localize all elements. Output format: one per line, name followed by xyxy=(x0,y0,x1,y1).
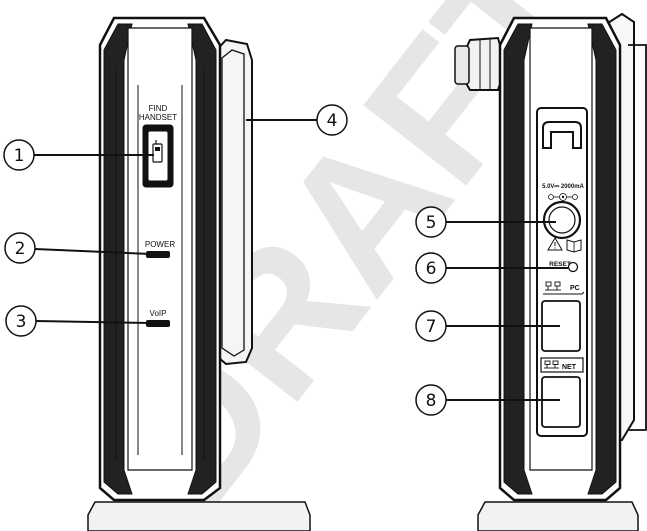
callout-3-circle xyxy=(5,305,37,337)
pc-port-label: PC xyxy=(570,285,580,292)
pc-network-icon xyxy=(545,281,561,291)
left-unit: FIND HANDSET POWER VoIP xyxy=(87,16,311,531)
handset-icon xyxy=(152,140,163,163)
manual-icon xyxy=(566,239,582,253)
callout-5-number: 5 xyxy=(426,213,437,233)
warning-icon xyxy=(547,237,563,251)
callout-6-number: 6 xyxy=(426,259,437,279)
callout-8-number: 8 xyxy=(426,391,437,411)
voip-led-label: VoIP xyxy=(150,309,167,318)
right-knob xyxy=(454,36,503,91)
left-base xyxy=(87,501,311,531)
callout-4-number: 4 xyxy=(327,111,338,131)
right-base xyxy=(477,501,639,531)
callout-3-number: 3 xyxy=(16,312,27,332)
callout-2-number: 2 xyxy=(15,239,26,259)
callout-5-circle xyxy=(415,206,447,238)
left-rear-clip-inner xyxy=(221,49,245,357)
right-rear-bracket xyxy=(628,44,647,431)
power-led xyxy=(146,251,170,258)
find-handset-label-line1: FIND xyxy=(149,104,168,113)
callout-1-circle xyxy=(3,139,35,171)
callout-7-circle xyxy=(415,310,447,342)
net-network-icon xyxy=(544,360,559,369)
left-body-side-left xyxy=(103,23,133,495)
net-label-box xyxy=(540,357,584,373)
callout-8-circle xyxy=(415,384,447,416)
find-handset-label-line2: HANDSET xyxy=(139,113,177,122)
net-ethernet-port[interactable] xyxy=(541,376,581,428)
port-panel xyxy=(536,107,588,437)
left-body-side-right xyxy=(187,23,217,495)
cable-hook xyxy=(542,121,582,149)
right-unit: 5.0V⎓ 2000mA RESET xyxy=(454,12,647,531)
right-body-side-left xyxy=(503,23,533,495)
callout-2-circle xyxy=(4,232,36,264)
callout-6-circle xyxy=(415,252,447,284)
polarity-icon xyxy=(548,193,578,201)
reset-button[interactable] xyxy=(567,261,579,273)
callout-4-circle xyxy=(316,104,348,136)
reset-label: RESET xyxy=(549,261,571,268)
voip-led xyxy=(146,320,170,327)
power-led-label: POWER xyxy=(145,240,175,249)
callouts: 1 2 3 4 5 6 7 8 xyxy=(3,104,568,416)
power-jack-inner xyxy=(548,206,576,234)
callout-1-number: 1 xyxy=(14,146,25,166)
callout-7-number: 7 xyxy=(426,317,437,337)
power-spec-label: 5.0V⎓ 2000mA xyxy=(542,184,584,190)
net-port-label: NET xyxy=(562,364,577,371)
right-body-side-right xyxy=(587,23,617,495)
